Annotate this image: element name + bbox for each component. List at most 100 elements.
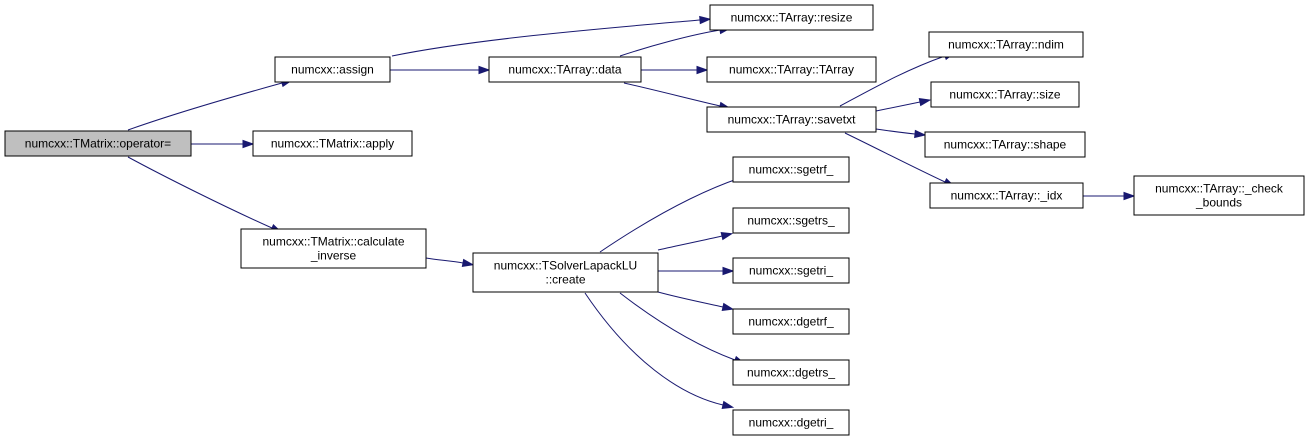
node-label: numcxx::TArray::shape bbox=[944, 138, 1067, 152]
node-savetxt[interactable]: numcxx::TArray::savetxt bbox=[706, 106, 877, 133]
arrowhead-icon bbox=[696, 65, 709, 75]
edge-line bbox=[619, 29, 721, 57]
edge-line bbox=[657, 291, 724, 308]
edge-savetxt-size bbox=[875, 97, 932, 112]
edge-operator-calc_inverse bbox=[127, 156, 283, 233]
node-box bbox=[240, 228, 427, 269]
edge-line bbox=[623, 82, 721, 107]
edge-line bbox=[875, 101, 921, 112]
node-box bbox=[706, 106, 877, 133]
edge-line bbox=[127, 82, 283, 131]
edge-line bbox=[599, 177, 741, 253]
arrowhead-icon bbox=[721, 400, 735, 409]
node-size[interactable]: numcxx::TArray::size bbox=[930, 81, 1080, 108]
node-dgetrs[interactable]: numcxx::dgetrs_ bbox=[732, 359, 850, 386]
node-tarray[interactable]: numcxx::TArray::TArray bbox=[706, 56, 877, 83]
edge-create-sgetrf bbox=[599, 174, 751, 253]
arrowhead-icon bbox=[918, 97, 932, 107]
node-shape[interactable]: numcxx::TArray::shape bbox=[924, 131, 1086, 158]
edge-create-dgetrs bbox=[619, 292, 746, 365]
node-assign[interactable]: numcxx::assign bbox=[274, 56, 391, 83]
node-label: numcxx::TArray::savetxt bbox=[728, 113, 856, 127]
edge-line bbox=[875, 128, 916, 135]
node-box bbox=[1133, 175, 1305, 216]
node-box bbox=[472, 252, 659, 293]
edge-assign-data bbox=[390, 65, 491, 75]
node-box bbox=[732, 409, 850, 436]
node-calc-inverse[interactable]: numcxx::TMatrix::calculate_inverse bbox=[240, 228, 427, 269]
edge-idx-check_bounds bbox=[1083, 191, 1136, 201]
node-label: numcxx::TArray::data bbox=[508, 63, 621, 77]
node-operator[interactable]: numcxx::TMatrix::operator= bbox=[4, 130, 192, 157]
edge-data-resize bbox=[619, 25, 732, 57]
edge-line bbox=[584, 292, 724, 406]
node-box bbox=[732, 156, 850, 183]
node-label: numcxx::TArray::size bbox=[949, 88, 1060, 102]
node-ndim[interactable]: numcxx::TArray::ndim bbox=[928, 31, 1084, 58]
node-sgetrs[interactable]: numcxx::sgetrs_ bbox=[732, 207, 850, 234]
node-label: numcxx::TMatrix::operator= bbox=[25, 137, 171, 151]
arrowhead-icon bbox=[721, 302, 735, 311]
node-label: numcxx::TSolverLapackLU bbox=[494, 259, 637, 273]
edge-line bbox=[619, 292, 736, 361]
edge-line bbox=[657, 235, 723, 251]
node-label: numcxx::TArray::_check bbox=[1155, 182, 1284, 196]
edge-line bbox=[127, 156, 273, 229]
node-box bbox=[930, 81, 1080, 108]
arrowhead-icon bbox=[478, 65, 491, 75]
node-label: numcxx::sgetrs_ bbox=[747, 214, 835, 228]
edge-data-tarray bbox=[641, 65, 709, 75]
edge-operator-apply bbox=[190, 139, 255, 149]
node-box bbox=[929, 182, 1084, 209]
edge-line bbox=[844, 132, 946, 183]
edge-create-sgetri bbox=[657, 266, 735, 276]
arrowhead-icon bbox=[699, 15, 712, 25]
node-box bbox=[709, 4, 874, 31]
node-label: numcxx::TArray::resize bbox=[731, 11, 853, 25]
edge-operator-assign bbox=[127, 79, 294, 131]
edge-calc_inverse-create bbox=[425, 257, 475, 268]
node-label: numcxx::dgetrf_ bbox=[748, 315, 834, 329]
node-create[interactable]: numcxx::TSolverLapackLU::create bbox=[472, 252, 659, 293]
node-dgetri[interactable]: numcxx::dgetri_ bbox=[732, 409, 850, 436]
node-box bbox=[706, 56, 877, 83]
node-sgetri[interactable]: numcxx::sgetri_ bbox=[732, 257, 850, 284]
edge-line bbox=[839, 55, 946, 107]
edge-savetxt-shape bbox=[875, 128, 927, 139]
node-apply[interactable]: numcxx::TMatrix::apply bbox=[252, 130, 413, 157]
node-box bbox=[274, 56, 391, 83]
node-label: numcxx::TMatrix::apply bbox=[271, 137, 394, 151]
node-box bbox=[732, 207, 850, 234]
node-box bbox=[488, 56, 642, 83]
node-box bbox=[732, 359, 850, 386]
node-box bbox=[252, 130, 413, 157]
node-label: numcxx::TArray::ndim bbox=[948, 38, 1064, 52]
edge-create-sgetrs bbox=[657, 232, 734, 251]
edge-line bbox=[391, 19, 701, 57]
node-label: numcxx::dgetri_ bbox=[749, 416, 834, 430]
nodes: numcxx::TMatrix::operator= numcxx::assign… bbox=[4, 4, 1305, 436]
node-label: numcxx::dgetrs_ bbox=[747, 366, 835, 380]
node-label: _bounds bbox=[1195, 196, 1242, 210]
node-label: numcxx::assign bbox=[291, 63, 374, 77]
edge-assign-resize bbox=[391, 15, 712, 57]
arrowhead-icon bbox=[914, 129, 927, 139]
node-resize[interactable]: numcxx::TArray::resize bbox=[709, 4, 874, 31]
node-label: numcxx::sgetrf_ bbox=[749, 163, 834, 177]
node-label: numcxx::TArray::TArray bbox=[729, 63, 854, 77]
node-idx[interactable]: numcxx::TArray::_idx bbox=[929, 182, 1084, 209]
node-box bbox=[732, 257, 850, 284]
arrowhead-icon bbox=[720, 232, 734, 241]
node-box bbox=[732, 308, 850, 335]
edge-create-dgetrf bbox=[657, 291, 735, 311]
edge-data-savetxt bbox=[623, 82, 732, 110]
edge-create-dgetri bbox=[584, 292, 735, 409]
node-check-bounds[interactable]: numcxx::TArray::_check_bounds bbox=[1133, 175, 1305, 216]
node-dgetrf[interactable]: numcxx::dgetrf_ bbox=[732, 308, 850, 335]
node-sgetrf[interactable]: numcxx::sgetrf_ bbox=[732, 156, 850, 183]
node-data[interactable]: numcxx::TArray::data bbox=[488, 56, 642, 83]
arrowhead-icon bbox=[242, 139, 255, 149]
node-label: ::create bbox=[545, 273, 585, 287]
arrowhead-icon bbox=[722, 266, 735, 276]
